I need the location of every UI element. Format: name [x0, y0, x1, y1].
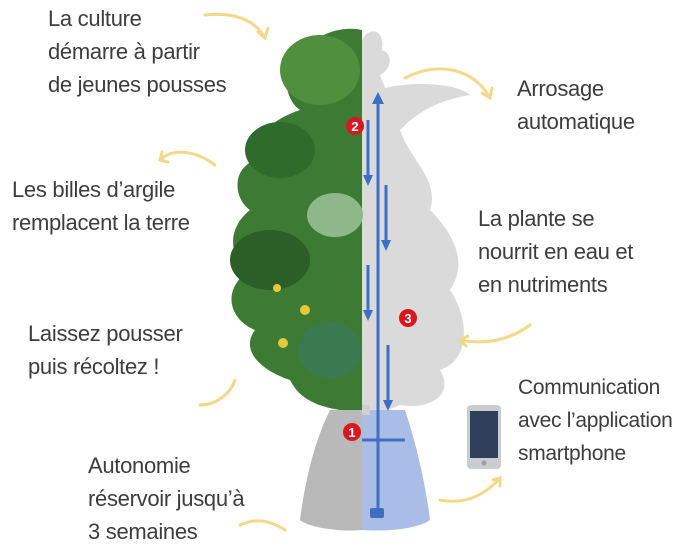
smartphone-icon	[467, 405, 501, 469]
curved-arrows	[158, 12, 532, 532]
text-line: Les billes d’argile	[12, 177, 176, 202]
marker-2: 2	[346, 117, 364, 135]
text-line: démarre à partir	[48, 39, 200, 64]
text-line: avec l’application	[518, 409, 673, 432]
plant-foliage	[230, 28, 363, 412]
label-communication: Communication avec l’application smartph…	[518, 371, 673, 470]
svg-text:3: 3	[404, 311, 411, 326]
text-line: Laissez pousser	[28, 321, 183, 346]
label-recolte: Laissez pousser puis récoltez !	[28, 317, 183, 383]
label-billes: Les billes d’argile remplacent la terre	[12, 173, 190, 239]
svg-text:1: 1	[348, 425, 355, 440]
label-nutrition: La plante se nourrit en eau et en nutrim…	[478, 202, 633, 301]
text-line: Communication	[518, 376, 660, 399]
text-line: Autonomie	[88, 453, 191, 478]
marker-1: 1	[343, 423, 361, 441]
water-flow	[362, 92, 405, 518]
text-line: remplacent la terre	[12, 210, 190, 235]
text-line: La culture	[48, 6, 142, 31]
text-line: 3 semaines	[88, 519, 198, 544]
plant-silhouette	[362, 31, 470, 421]
text-line: smartphone	[518, 442, 626, 465]
text-line: réservoir jusqu’à	[88, 486, 245, 511]
text-line: en nutriments	[478, 272, 608, 297]
text-line: La plante se	[478, 206, 595, 231]
pot	[300, 410, 362, 531]
label-culture: La culture démarre à partir de jeunes po…	[48, 2, 227, 101]
marker-3: 3	[399, 309, 417, 327]
text-line: automatique	[517, 109, 635, 134]
text-line: puis récoltez !	[28, 354, 160, 379]
label-arrosage: Arrosage automatique	[517, 72, 635, 138]
text-line: de jeunes pousses	[48, 72, 227, 97]
text-line: nourrit en eau et	[478, 239, 634, 264]
text-line: Arrosage	[517, 76, 604, 101]
label-autonomie: Autonomie réservoir jusqu’à 3 semaines	[88, 449, 245, 548]
svg-text:2: 2	[351, 119, 358, 134]
